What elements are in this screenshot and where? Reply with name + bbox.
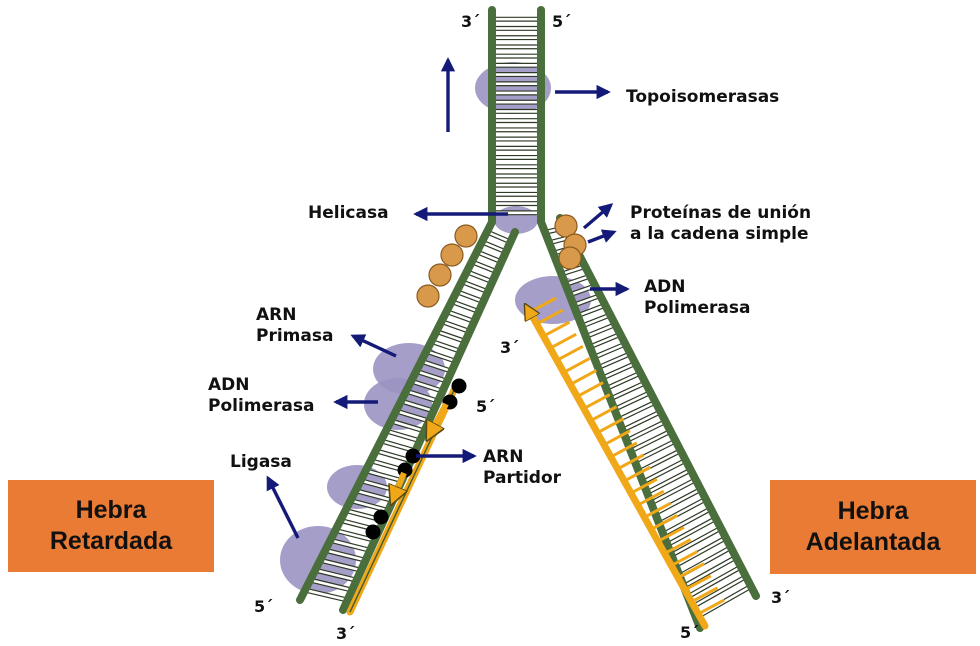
leading-template-rung	[643, 460, 686, 482]
lagging-template-rung	[436, 331, 465, 341]
leading-new-rung	[584, 395, 610, 409]
primer-dot	[366, 525, 381, 540]
prime-bottom-right-outer: 3´	[771, 588, 790, 607]
leading-new-rung	[577, 383, 603, 397]
leading-strand-box: Hebra Adelantada	[770, 480, 976, 574]
prime-top-right: 5´	[552, 12, 571, 31]
ssb-protein	[429, 264, 451, 286]
lagging-line1: Hebra	[8, 495, 214, 526]
label-proteinas-union: Proteínas de unión a la cadena simple	[630, 203, 811, 245]
lagging-template-rung	[472, 262, 497, 272]
ssb-protein	[455, 225, 477, 247]
proteinas-arrow-1	[584, 205, 611, 228]
leading-template-rung	[663, 509, 710, 535]
leading-template-rung	[582, 315, 610, 326]
lagging-template-rung	[462, 282, 488, 292]
arn-primasa-arrow	[353, 336, 396, 356]
lagging-template-rung	[441, 321, 469, 331]
arn-partidor-line1: ARN	[483, 447, 561, 468]
lagging-template-rung	[431, 341, 460, 351]
adn-pol-right-line2: Polimerasa	[644, 298, 750, 319]
ligasa-text: Ligasa	[230, 452, 292, 473]
adn-pol-left-line1: ADN	[208, 375, 314, 396]
proteinas-arrow-2	[588, 232, 614, 242]
label-adn-polimerasa-right: ADN Polimerasa	[644, 277, 750, 319]
ligasa-arrow	[268, 478, 298, 538]
prime-bottom-right-inner: 5´	[680, 623, 699, 642]
proteinas-line2: a la cadena simple	[630, 224, 811, 245]
leading-line1: Hebra	[770, 496, 976, 527]
lagging-template-rung	[457, 292, 484, 302]
ssb-protein	[441, 244, 463, 266]
label-topoisomerasas: Topoisomerasas	[626, 87, 779, 108]
label-ligasa: Ligasa	[230, 452, 292, 473]
prime-top-left: 3´	[461, 12, 480, 31]
label-arn-primasa: ARN Primasa	[256, 305, 333, 347]
primer-dot	[452, 379, 467, 394]
arn-primasa-line1: ARN	[256, 305, 333, 326]
arn-partidor-line2: Partidor	[483, 468, 561, 489]
helicasa-text: Helicasa	[308, 203, 389, 224]
parental-duplex	[492, 10, 541, 222]
leading-line2: Adelantada	[770, 527, 976, 558]
prime-bottom-left-inner: 3´	[336, 624, 355, 643]
leading-template-rung	[586, 325, 615, 337]
arn-primasa-line2: Primasa	[256, 326, 333, 347]
lagging-strand-box: Hebra Retardada	[8, 480, 214, 572]
prime-bottom-left-outer: 5´	[254, 597, 273, 616]
adn-pol-left-line2: Polimerasa	[208, 396, 314, 417]
lagging-template-rung	[447, 312, 475, 322]
adn-pol-right-line1: ADN	[644, 277, 750, 298]
lagging-template-rail-left	[300, 222, 492, 600]
ssb-protein	[559, 247, 581, 269]
leading-new-rung	[570, 370, 596, 384]
primer-dot	[374, 510, 389, 525]
lagging-template	[300, 222, 515, 610]
leading-new-rung	[550, 334, 576, 348]
leading-new-rung	[557, 346, 583, 360]
lagging-line2: Retardada	[8, 526, 214, 557]
leading-template-rung	[651, 480, 696, 503]
topoisomerasas-text: Topoisomerasas	[626, 87, 779, 108]
prime-leading-primer-end: 3´	[500, 338, 519, 357]
leading-new-rung	[543, 322, 569, 336]
lagging-template-rung	[386, 431, 420, 441]
lagging-template-rung	[452, 302, 479, 312]
leading-new-rung	[564, 358, 590, 372]
lagging-template-rung	[467, 272, 493, 282]
ssb-protein	[417, 285, 439, 307]
label-arn-partidor: ARN Partidor	[483, 447, 561, 489]
label-helicasa: Helicasa	[308, 203, 389, 224]
label-adn-polimerasa-left: ADN Polimerasa	[208, 375, 314, 417]
proteinas-line1: Proteínas de unión	[630, 203, 811, 224]
leading-template-rung	[590, 334, 620, 347]
prime-okazaki-end: 5´	[476, 397, 495, 416]
